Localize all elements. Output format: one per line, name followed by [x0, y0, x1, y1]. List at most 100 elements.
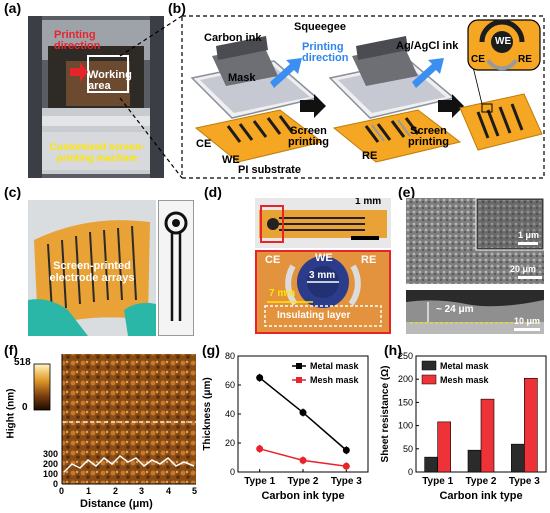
sem-cross-section-drawing [406, 290, 544, 334]
data-point [342, 446, 350, 454]
zoom-re-label: RE [518, 54, 532, 65]
y-axis-label: Thickness (μm) [202, 377, 213, 450]
main-scale: 20 μm [510, 264, 537, 274]
afm-ytick-0: 0 [52, 479, 58, 489]
zoom-ce: CE [265, 254, 281, 266]
afm-xtick-4: 4 [166, 486, 172, 496]
data-point [299, 456, 307, 464]
colorbar-max: 518 [14, 357, 31, 368]
bar [467, 449, 482, 473]
legend-marker [421, 374, 437, 385]
zoom-re: RE [361, 254, 377, 266]
panel-label-e: (e) [398, 184, 416, 200]
machine-drawing [28, 16, 164, 178]
afm-xtick-5: 5 [192, 486, 198, 496]
x-tick-label: Type 3 [509, 476, 540, 487]
ce-label: CE [196, 138, 212, 150]
pi-substrate-label: PI substrate [238, 164, 301, 176]
legend-label: Mesh mask [310, 375, 360, 385]
afm-xtick-3: 3 [139, 486, 145, 496]
y-tick-label: 100 [398, 421, 413, 431]
legend-marker [421, 360, 437, 371]
data-point [342, 462, 350, 470]
panel-label-c: (c) [4, 184, 22, 200]
bar [511, 443, 525, 473]
x-tick-label: Type 3 [331, 476, 362, 487]
electrode-outline-photo [158, 200, 194, 336]
y-tick-label: 50 [403, 444, 413, 454]
bar [480, 398, 495, 473]
working-area-label: Working area [88, 69, 132, 92]
legend-marker [296, 363, 302, 369]
bar [524, 377, 538, 473]
x-axis-label: Carbon ink type [439, 490, 522, 502]
panel-label-a: (a) [4, 0, 22, 16]
mask-label: Mask [228, 72, 256, 84]
data-point [256, 445, 264, 453]
screen-printing-1-label: Screen printing [288, 125, 329, 148]
afm-figure [33, 354, 196, 485]
electrode-zoom-drawing [257, 252, 389, 332]
machine-photo: Printing direction Working area Customiz… [28, 16, 164, 178]
y-tick-label: 250 [398, 351, 413, 361]
panel-label-f: (f) [4, 342, 18, 358]
sem-surface-photo: 1 μm 20 μm [406, 198, 544, 284]
afm-ylabel: Hight (nm) [5, 388, 17, 439]
y-tick-label: 150 [398, 397, 413, 407]
electrode-array-drawing [28, 200, 156, 336]
thickness-label: ~ 24 μm [436, 304, 474, 315]
x-tick-label: Type 2 [288, 476, 319, 487]
screen-printing-2-label: Screen printing [408, 125, 449, 148]
length-label: 7 mm [269, 288, 296, 299]
afm-xtick-2: 2 [113, 486, 119, 496]
y-tick-label: 60 [225, 380, 235, 390]
bar [437, 421, 451, 473]
electrode-arrays-caption: Screen-printed electrode arrays [49, 260, 135, 284]
afm-xtick-0: 0 [59, 486, 65, 496]
screen-printing-schematic [190, 19, 543, 163]
electrode-outline-drawing [164, 211, 188, 321]
single-electrode-drawing [259, 205, 387, 243]
data-point [299, 409, 307, 417]
printing-direction-b-label: Printing direction [302, 41, 349, 64]
electrode-zoom-photo: CE WE RE 3 mm 7 mm Insulating layer [255, 250, 391, 334]
zoom-we: WE [315, 252, 333, 264]
scale-1mm: 1 mm [355, 198, 382, 207]
legend-label: Mesh mask [440, 375, 490, 385]
single-electrode-photo: 1 mm [255, 198, 391, 248]
colorbar [33, 363, 51, 411]
y-axis-label: Sheet resistance (Ω) [380, 366, 391, 463]
inset-scale: 1 μm [518, 230, 540, 240]
panel-label-d: (d) [204, 184, 222, 200]
afm-ytick-200: 200 [42, 459, 58, 469]
legend-label: Metal mask [440, 361, 490, 371]
sem-cross-section-photo: ~ 24 μm 10 μm [406, 290, 544, 334]
y-tick-label: 80 [225, 351, 235, 361]
insulating-label: Insulating layer [277, 310, 351, 321]
legend-label: Metal mask [310, 361, 360, 371]
panel-label-h: (h) [384, 342, 402, 358]
afm-xtick-1: 1 [86, 486, 92, 496]
panel-label-g: (g) [202, 342, 220, 358]
bar [424, 456, 438, 473]
diameter-label: 3 mm [309, 270, 336, 281]
y-tick-label: 0 [408, 467, 413, 477]
machine-label: Customized screen- printing machine [49, 142, 145, 164]
afm-ytick-300: 300 [42, 449, 58, 459]
afm-image [62, 354, 196, 484]
x-tick-label: Type 2 [466, 476, 497, 487]
y-tick-label: 0 [230, 467, 235, 477]
colorbar-min: 0 [22, 402, 28, 413]
y-tick-label: 40 [225, 409, 235, 419]
agagcl-ink-label: Ag/AgCl ink [396, 40, 459, 52]
sem-surface-drawing [406, 198, 544, 284]
cross-scale: 10 μm [514, 316, 541, 326]
y-tick-label: 200 [398, 374, 413, 384]
afm-xlabel: Distance (μm) [80, 498, 153, 510]
data-point [256, 374, 264, 382]
re-label: RE [362, 150, 378, 162]
panel-label-b: (b) [168, 0, 186, 16]
squeegee-label: Squeegee [294, 21, 346, 33]
